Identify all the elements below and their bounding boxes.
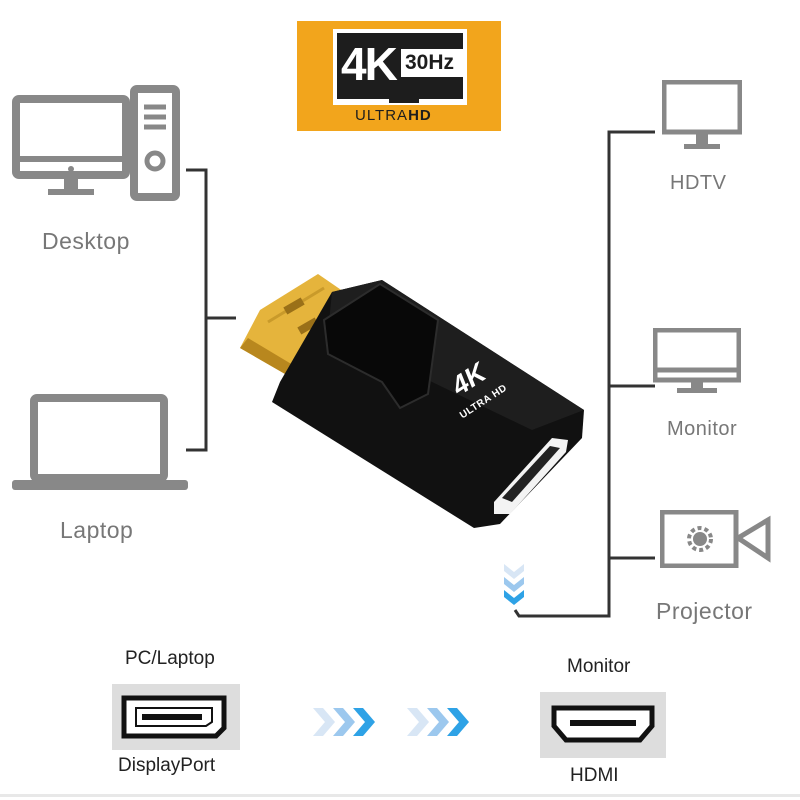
monitor-icon: [653, 328, 741, 396]
bottom-divider: [0, 794, 800, 797]
output-port-label: HDMI: [570, 765, 619, 786]
4k-30hz-badge: 4K 30Hz ULTRAHD: [297, 21, 501, 131]
projector-icon: [660, 510, 772, 568]
badge-tagline: ULTRAHD: [355, 108, 432, 123]
display-label-hdtv: HDTV: [670, 172, 727, 194]
badge-refresh: [401, 49, 463, 77]
badge-resolution: 4K: [341, 38, 398, 90]
output-heading: Monitor: [567, 656, 631, 677]
display-bracket: [505, 130, 665, 630]
desktop-computer-icon: [12, 85, 184, 203]
source-bracket: [186, 168, 238, 452]
direction-arrows-icon: [313, 706, 473, 738]
tv-icon: [662, 80, 742, 152]
displayport-to-hdmi-adapter: [232, 262, 592, 532]
badge-refresh-text: 30Hz: [405, 51, 455, 74]
laptop-icon: [12, 394, 188, 494]
badge-tagline-b: HD: [408, 107, 432, 124]
badge-tagline-a: ULTRA: [355, 107, 409, 124]
display-label-monitor: Monitor: [667, 418, 738, 440]
badge-stand: [389, 96, 419, 103]
display-label-projector: Projector: [656, 598, 753, 624]
source-label-laptop: Laptop: [60, 517, 134, 543]
chevron-down-icon: [501, 562, 527, 612]
source-label-desktop: Desktop: [42, 228, 130, 254]
hdmi-port-icon: [540, 692, 666, 758]
displayport-port-icon: [112, 684, 240, 750]
input-port-label: DisplayPort: [118, 755, 216, 776]
input-heading: PC/Laptop: [125, 648, 215, 669]
